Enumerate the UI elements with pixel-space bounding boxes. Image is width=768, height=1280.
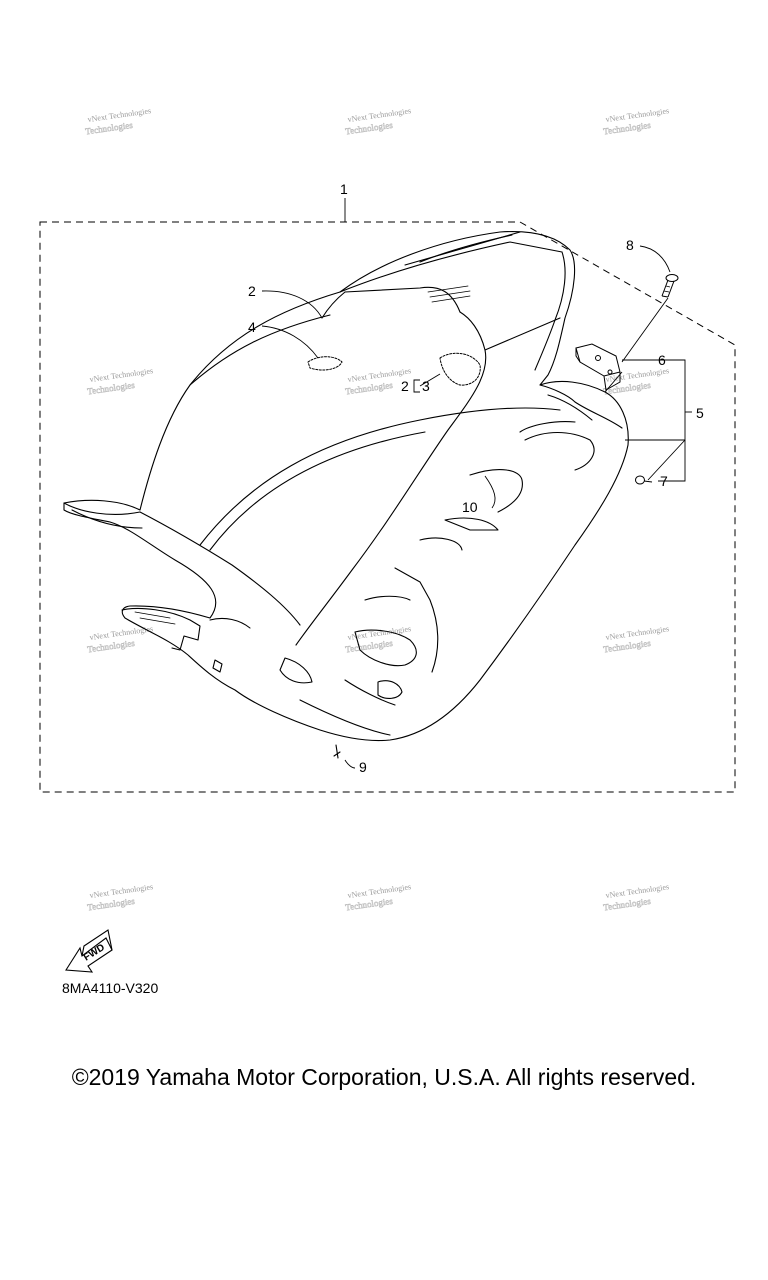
clip-icon (635, 475, 653, 485)
seat-drawing (63, 231, 629, 759)
watermark: vNext Technologies Technologies (86, 882, 153, 913)
fwd-arrow-icon: FWD (65, 929, 113, 973)
copyright-notice: ©2019 Yamaha Motor Corporation, U.S.A. A… (71, 1064, 697, 1090)
watermark: vNext Technologies Technologies (602, 106, 669, 137)
callout-9: 9 (359, 759, 367, 775)
watermark: vNext Technologies Technologies (84, 106, 151, 137)
callout-4: 4 (248, 319, 256, 335)
callout-7: 7 (660, 473, 668, 489)
watermark: vNext Technologies Technologies (602, 882, 669, 913)
patch-3 (439, 352, 481, 386)
patch-4 (307, 356, 343, 371)
callout-2-sub: 2 (401, 378, 409, 394)
callout-3: 3 (422, 378, 430, 394)
bracket-icon (575, 343, 621, 391)
watermark-group: vNext Technologies Technologies vNext Te… (84, 106, 669, 913)
bolt-icon (661, 274, 679, 298)
watermark: vNext Technologies Technologies (86, 366, 153, 397)
seat-outline (63, 231, 629, 742)
watermark: vNext Technologies Technologies (344, 106, 411, 137)
callout-2: 2 (248, 283, 256, 299)
callout-10: 10 (462, 499, 478, 515)
assembly-boundary (39, 221, 736, 793)
watermark: vNext Technologies Technologies (344, 882, 411, 913)
callout-6: 6 (658, 352, 666, 368)
callout-8: 8 (626, 237, 634, 253)
callout-5: 5 (696, 405, 704, 421)
watermark: vNext Technologies Technologies (602, 624, 669, 655)
diagram-code: 8MA4110-V320 (62, 980, 159, 996)
callout-1: 1 (340, 181, 348, 197)
watermark: vNext Technologies Technologies (344, 624, 411, 655)
leader-lines (261, 198, 692, 769)
